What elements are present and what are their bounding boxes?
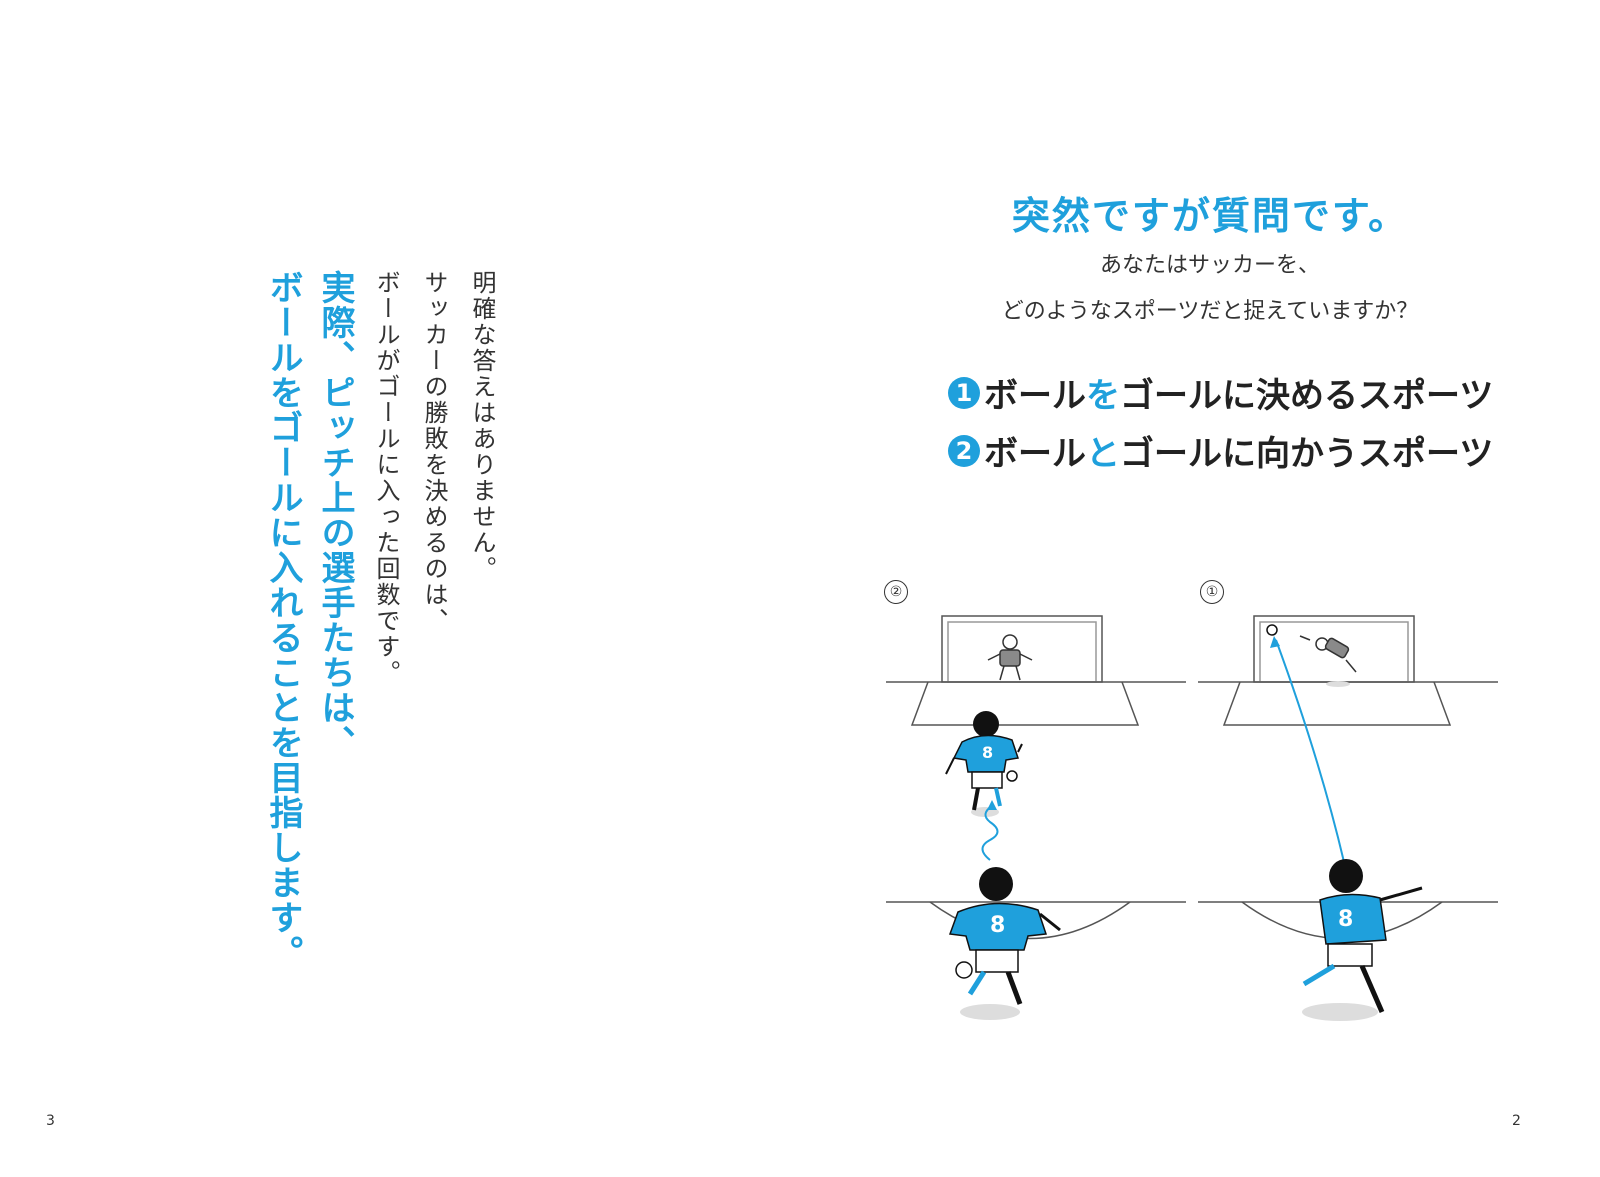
option-text-highlight: と <box>1086 434 1120 474</box>
option-text-before: ボール <box>984 376 1086 416</box>
option-text-before: ボール <box>984 434 1086 474</box>
page-title: 突然ですが質問です。 <box>1011 194 1409 238</box>
diving-goalkeeper <box>1299 635 1357 687</box>
emphasis-line-1: 実際、ピッチ上の選手たちは、 <box>315 270 355 760</box>
body-line-2: サッカーの勝敗を決めるのは、 <box>420 270 448 634</box>
jersey-number: 8 <box>1338 907 1353 932</box>
shot-path <box>1275 639 1345 863</box>
ball <box>1266 624 1278 636</box>
illustration-label-right: ① <box>1200 580 1224 604</box>
body-line-3: ボールがゴールに入った回数です。 <box>372 270 400 686</box>
jersey-number: 8 <box>990 913 1005 938</box>
option-number-badge: 2 <box>948 434 980 467</box>
option-1: 1 ボールをゴールに決めるスポーツ <box>948 368 1493 417</box>
question-line-1: あなたはサッカーを、 <box>1099 253 1320 278</box>
page-number-right: 2 <box>1512 1113 1521 1129</box>
emphasis-line-2: ボールをゴールに入れることを目指します。 <box>263 270 303 970</box>
option-text-highlight: を <box>1086 376 1120 416</box>
dribbling-player: 8 <box>945 711 1023 817</box>
jersey-number: 8 <box>982 743 993 762</box>
option-number-badge: 1 <box>948 376 980 409</box>
option-text-after: ゴールに向かうスポーツ <box>1120 434 1494 474</box>
question-line-2: どのようなスポーツだと捉えていますか？ <box>1001 299 1419 324</box>
shooting-player: 8 <box>1302 859 1423 1021</box>
page-number-left: 3 <box>46 1113 55 1129</box>
body-line-1: 明確な答えはありません。 <box>468 270 496 582</box>
left-scene <box>886 615 1186 940</box>
dribble-path <box>981 805 999 861</box>
illustration-label-left: ② <box>884 580 908 604</box>
lower-player-left: 8 <box>948 867 1061 1020</box>
option-text-after: ゴールに決めるスポーツ <box>1120 376 1494 416</box>
option-2: 2 ボールとゴールに向かうスポーツ <box>948 426 1493 475</box>
goalkeeper <box>987 634 1033 681</box>
